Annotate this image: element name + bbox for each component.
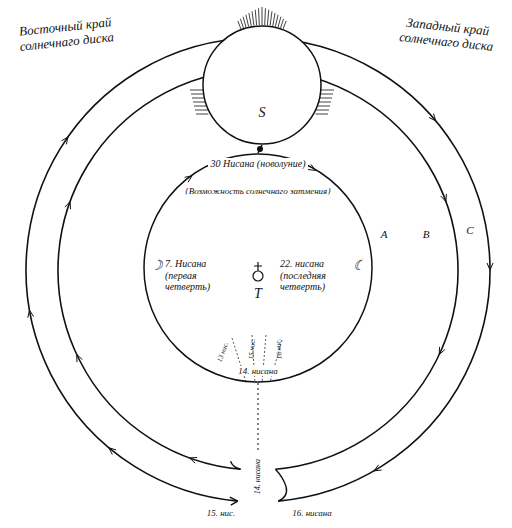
date-note: 14. нисана xyxy=(230,366,286,376)
sun-ray xyxy=(275,15,278,27)
circle-border xyxy=(203,26,321,144)
ring-letter: C xyxy=(464,224,476,237)
node-letter: S xyxy=(259,105,266,121)
date-note: 22. нисана (последняя четверть) xyxy=(280,258,352,293)
sun-ray xyxy=(240,19,243,28)
sun-edge-note: Западный край солнечнаго диска xyxy=(387,14,507,56)
sun-ray xyxy=(273,13,275,26)
direction-arrow xyxy=(374,465,382,471)
date-tick-label: 13 нис. xyxy=(213,335,232,370)
date-tick-label: 16 нис. xyxy=(274,332,285,367)
direction-arrow xyxy=(77,355,83,363)
earth-symbol-cross xyxy=(254,262,262,271)
sun-ray xyxy=(270,11,272,25)
hatching xyxy=(194,106,208,107)
hatching xyxy=(316,106,330,107)
sun-ray xyxy=(264,8,266,25)
sun-ray xyxy=(238,21,241,29)
sun-ray xyxy=(258,8,260,25)
direction-arrow xyxy=(61,137,67,144)
sun-disc: S xyxy=(202,25,322,145)
hatching xyxy=(316,110,329,111)
hatching xyxy=(196,114,208,115)
sun-ray xyxy=(246,15,249,27)
sun-ray xyxy=(281,19,284,28)
ring-letter: A xyxy=(378,228,390,241)
sun-ray xyxy=(243,17,246,27)
moon-phase-symbol: ☾ xyxy=(352,258,366,274)
sun-ray xyxy=(262,7,263,25)
sun-ray xyxy=(249,13,251,26)
connector-line xyxy=(258,145,262,153)
direction-arrow xyxy=(28,310,34,317)
hatching xyxy=(195,110,208,111)
date-tick-label: 16. нисана xyxy=(282,508,342,518)
eclipse-note: {Возможность солнечнаго затмения} xyxy=(180,186,336,196)
sun-ray xyxy=(283,21,286,29)
date-note: 30 Нисана (новолуние) xyxy=(208,158,308,170)
sun-ray xyxy=(255,10,256,26)
date-tick-label: 14. нисана xyxy=(253,447,262,507)
sun-ray xyxy=(252,11,254,25)
connector-dot xyxy=(257,146,263,152)
sun-earth-link xyxy=(257,145,263,153)
sun-edge-note: Восточный край солнечнаго диска xyxy=(5,14,127,56)
arrow-head xyxy=(230,497,238,505)
ring-letter: B xyxy=(420,228,432,241)
direction-arrow xyxy=(441,194,447,202)
ring-end-spiral xyxy=(275,469,286,501)
hatching xyxy=(316,114,328,115)
direction-arrow xyxy=(109,448,116,455)
ring-end-hook xyxy=(231,461,241,469)
node-letter: T xyxy=(254,286,262,302)
date-tick-label: 15. нис. xyxy=(196,508,246,518)
dotted-line xyxy=(258,383,259,450)
circle-border xyxy=(144,154,372,382)
circle-outline xyxy=(202,25,322,145)
moon-phase-symbol: ☽ xyxy=(149,258,163,274)
date-note: 7. Нисана (первая четверть) xyxy=(165,258,240,293)
direction-arrow xyxy=(190,458,198,464)
sun-ray xyxy=(267,10,268,26)
sun-ray xyxy=(278,17,281,27)
direction-arrow xyxy=(429,114,436,121)
direction-arrow xyxy=(439,347,445,355)
direction-arrow xyxy=(65,202,71,210)
direction-arrow xyxy=(487,263,493,270)
date-tick-label: 15 нис. xyxy=(247,332,258,367)
earth-symbol xyxy=(253,271,263,281)
